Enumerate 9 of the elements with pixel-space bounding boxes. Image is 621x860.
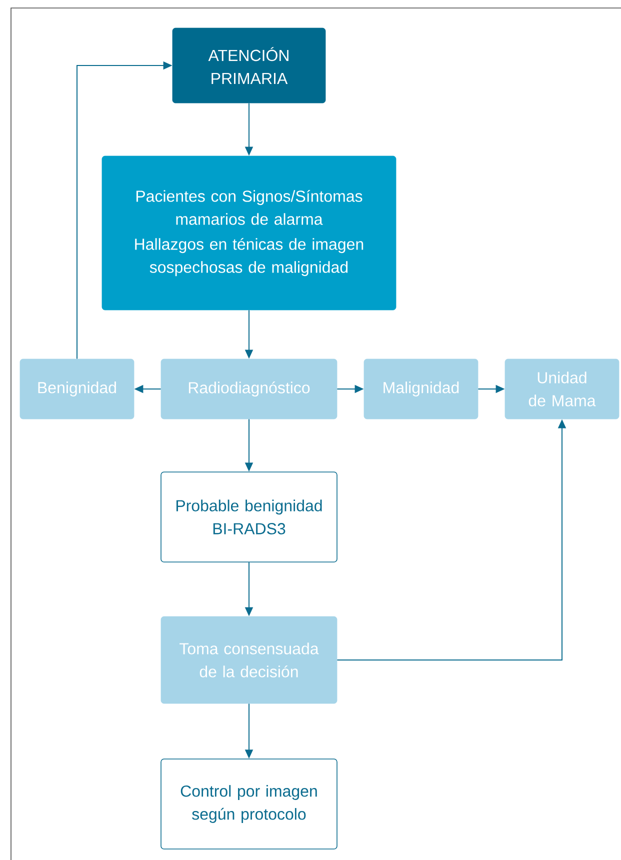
process-box: Control por imagen según protocolo	[160, 758, 338, 850]
process-box: Benignidad	[20, 358, 134, 420]
process-box: ATENCIÓN PRIMARIA	[172, 28, 326, 104]
process-box: Radiodiagnóstico	[160, 358, 338, 420]
process-box: Pacientes con Signos/Síntomas mamarios de alarma Hallazgos en ténicas de imagen sospechosas de malignidad	[102, 156, 396, 310]
process-box: Probable benignidad BI-RADS3	[160, 472, 338, 562]
process-box: Unidad de Mama	[504, 358, 620, 420]
process-box: Toma consensuada de la decisión	[160, 616, 338, 704]
process-box: Malignidad	[364, 358, 478, 420]
